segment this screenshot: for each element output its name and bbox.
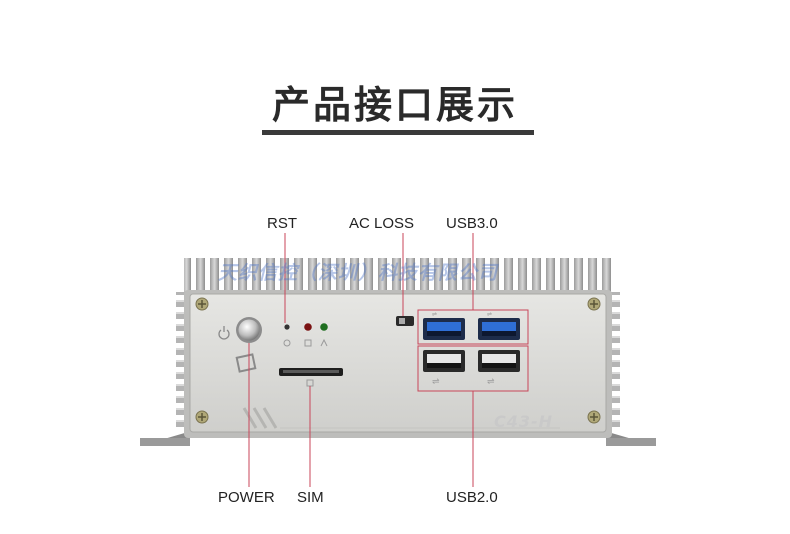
ac-loss-label: AC LOSS [349, 215, 415, 232]
usb2-port[interactable] [423, 350, 465, 372]
usb3-port[interactable] [423, 318, 465, 340]
screw-icon [587, 297, 601, 311]
power-button[interactable] [236, 317, 262, 343]
page-title: 产品接口展示 [271, 83, 518, 127]
screw-icon [195, 410, 209, 424]
screw-icon [195, 297, 209, 311]
usb2-label: USB2.0 [446, 489, 498, 506]
usb3-port[interactable] [478, 318, 520, 340]
decorative-stripes [242, 407, 278, 429]
reset-button[interactable] [284, 324, 290, 330]
usb3-label: USB3.0 [446, 215, 498, 232]
usb-symbol-icon: ⇌ [432, 377, 440, 387]
screw-icon [587, 410, 601, 424]
power-label: POWER [218, 489, 275, 506]
title-underline [262, 130, 534, 135]
company-watermark: 天织信控（深圳）科技有限公司 [218, 262, 499, 284]
hdd-indicator-icon [304, 339, 312, 347]
power-symbol-icon [218, 326, 230, 340]
usb-symbol-icon: ⇌ [487, 311, 492, 318]
status-led-green [320, 323, 328, 331]
callout-leader-lines [248, 233, 474, 487]
usb-symbol-icon: ⇌ [487, 377, 495, 387]
usb-symbol-icon: ⇌ [432, 311, 437, 318]
reset-indicator-icon [283, 339, 291, 347]
model-label: C43-H [494, 412, 554, 431]
rst-label: RST [267, 215, 297, 232]
top-heatsink-fins [184, 258, 612, 292]
power-indicator-icon [320, 338, 328, 347]
brand-logo-icon [235, 353, 257, 373]
status-led-red [304, 323, 312, 331]
usb2-port[interactable] [478, 350, 520, 372]
sim-label: SIM [297, 489, 324, 506]
